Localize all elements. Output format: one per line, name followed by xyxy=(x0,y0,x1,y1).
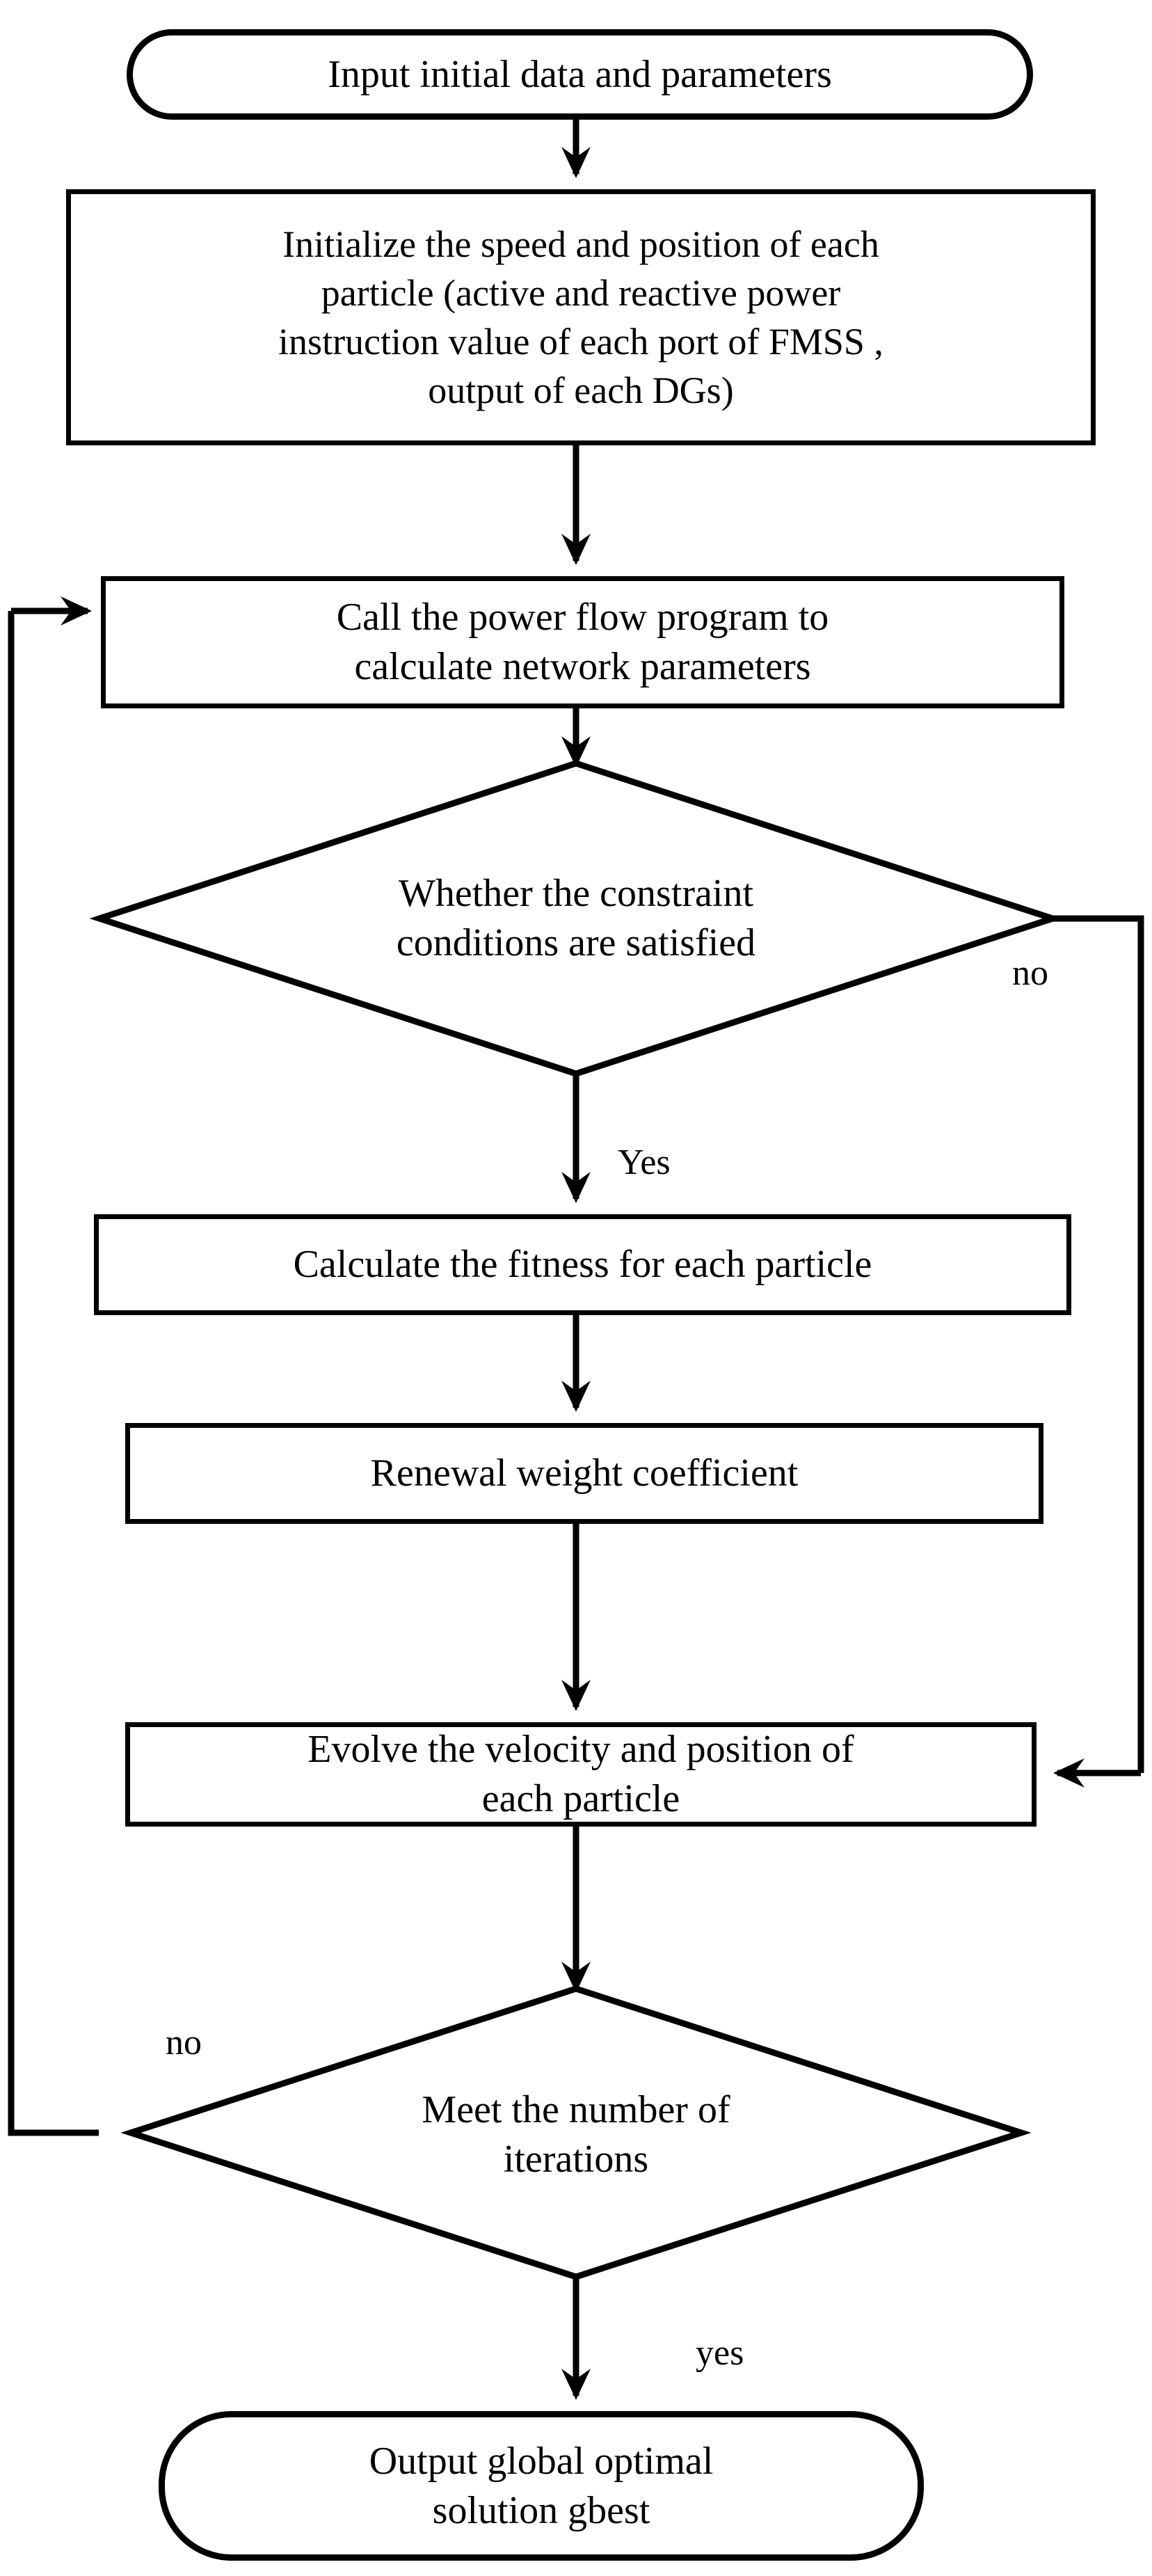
node-fitness[interactable]: Calculate the fitness for each particle xyxy=(94,1214,1071,1315)
node-end[interactable]: Output global optimal solution gbest xyxy=(159,2411,924,2561)
node-weight-label: Renewal weight coefficient xyxy=(370,1452,799,1495)
node-evolve[interactable]: Evolve the velocity and position of each… xyxy=(125,1722,1037,1827)
edge-label-iteration-no: no xyxy=(166,2023,202,2062)
node-end-line-1: Output global optimal xyxy=(369,2439,714,2483)
node-start[interactable]: Input initial data and parameters xyxy=(127,29,1033,120)
edge-iteration-no-left-path xyxy=(8,611,99,2136)
decision-constraint-shape xyxy=(89,760,1063,1077)
edge-label-constraint-no: no xyxy=(1012,953,1048,993)
edge-constraint-no-right-path xyxy=(1053,915,1144,1773)
node-initialize-line-1: Initialize the speed and position of eac… xyxy=(282,223,879,265)
node-power-flow-label: Call the power flow program to calculate… xyxy=(106,593,1059,691)
decision-iteration-shape xyxy=(120,1985,1032,2280)
node-initialize[interactable]: Initialize the speed and position of eac… xyxy=(66,189,1096,445)
node-power-flow-line-2: calculate network parameters xyxy=(354,645,811,688)
node-initialize-label: Initialize the speed and position of eac… xyxy=(71,220,1091,415)
node-evolve-line-1: Evolve the velocity and position of xyxy=(307,1728,854,1772)
node-initialize-line-3: instruction value of each port of FMSS , xyxy=(278,321,883,363)
node-end-line-2: solution gbest xyxy=(432,2488,650,2532)
node-start-label: Input initial data and parameters xyxy=(328,52,832,96)
edge-label-constraint-yes: Yes xyxy=(618,1143,671,1182)
node-weight[interactable]: Renewal weight coefficient xyxy=(125,1423,1043,1524)
node-fitness-label: Calculate the fitness for each particle xyxy=(293,1243,872,1287)
node-power-flow[interactable]: Call the power flow program to calculate… xyxy=(101,576,1064,708)
edge-label-iteration-yes: yes xyxy=(696,2333,744,2373)
node-evolve-label: Evolve the velocity and position of each… xyxy=(130,1725,1032,1823)
node-evolve-line-2: each particle xyxy=(481,1777,680,1820)
node-initialize-line-2: particle (active and reactive power xyxy=(321,271,841,314)
node-power-flow-line-1: Call the power flow program to xyxy=(336,596,829,639)
node-end-label: Output global optimal solution gbest xyxy=(165,2437,918,2535)
node-initialize-line-4: output of each DGs) xyxy=(428,369,734,412)
